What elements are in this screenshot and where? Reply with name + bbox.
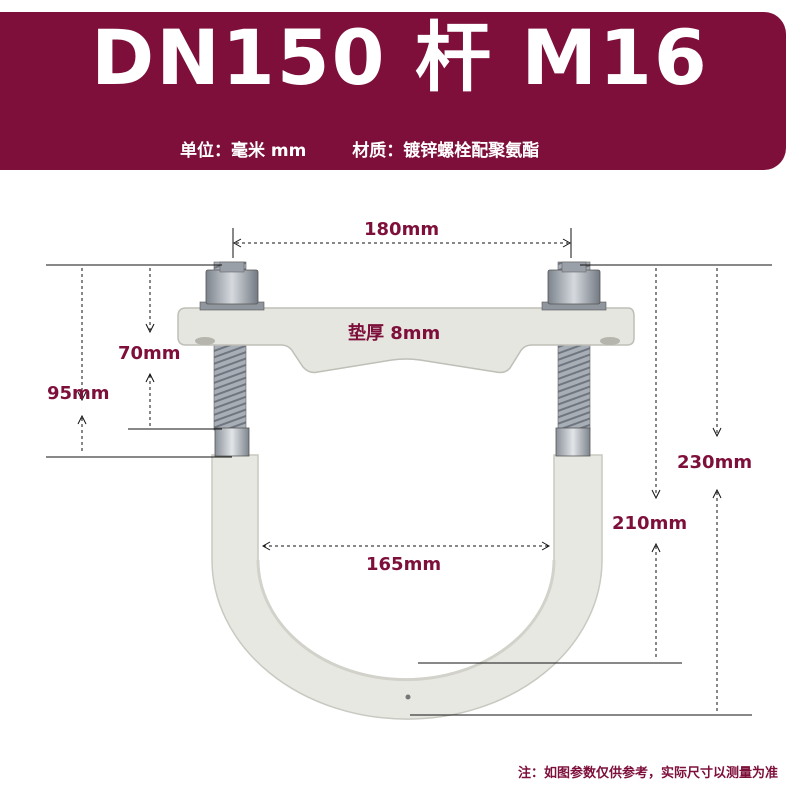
inner-width-label: 165mm	[366, 554, 442, 575]
dimension-lines	[46, 228, 772, 716]
drain-hole	[405, 694, 411, 700]
dim-210-label: 210mm	[612, 513, 688, 534]
u-clamp-inner-edge	[256, 559, 556, 682]
dim-70-label: 70mm	[118, 343, 181, 364]
disclaimer-note: 注：如图参数仅供参考，实际尺寸以测量为准	[517, 766, 778, 781]
left-nut	[205, 269, 259, 305]
material-label: 材质：镀锌螺栓配聚氨酯	[352, 141, 540, 161]
left-bolt-sleeve	[214, 427, 250, 457]
unit-label: 单位：毫米 mm	[180, 141, 307, 161]
right-pad-hole	[600, 337, 620, 345]
left-pad-hole	[195, 337, 215, 345]
bolt-spacing-label: 180mm	[364, 219, 440, 240]
title-banner	[0, 12, 786, 170]
pad-thickness-label: 垫厚 8mm	[348, 323, 441, 344]
product-title: DN150 杆 M16	[91, 13, 709, 102]
dim-95-label: 95mm	[47, 383, 110, 404]
right-bolt-tip	[561, 261, 587, 273]
dim-230-label: 230mm	[677, 452, 753, 473]
saddle-pad	[177, 307, 635, 374]
spec-line: 单位：毫米 mm 材质：镀锌螺栓配聚氨酯	[180, 136, 579, 161]
left-bolt-tip	[219, 261, 245, 273]
right-nut	[547, 269, 601, 305]
right-bolt-sleeve	[555, 427, 591, 457]
